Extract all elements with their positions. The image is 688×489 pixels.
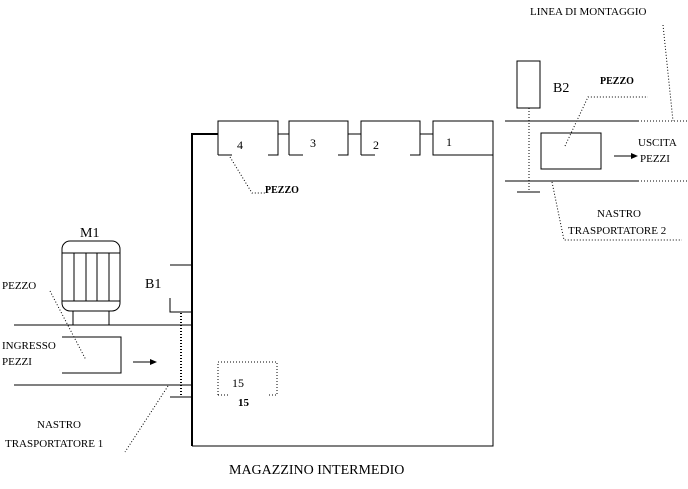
nastro2-label: NASTRO [597,208,641,220]
linea-label: LINEA DI MONTAGGIO [530,6,646,18]
conveyor-1 [14,324,192,386]
b1-actuator: B1 [145,264,192,398]
slot-label: 15 [238,397,250,409]
motor-m1: M1 [61,226,121,325]
slot-3: 3 [288,120,349,156]
slot-2: 2 [360,120,421,156]
slot-number: 15 [232,376,244,390]
slot-number: 1 [446,135,452,149]
m1-label: M1 [80,226,99,241]
nastro1-label: NASTRO [37,419,81,431]
intermediate-warehouse [191,133,494,447]
nastro1-label: TRASPORTATORE 1 [5,438,103,450]
pezzo-out-label: PEZZO [600,76,634,87]
b2-actuator: B2 [516,60,569,193]
pezzo-slot-label: PEZZO [265,185,299,196]
uscita-label: PEZZI [640,153,670,165]
slot-4: 4 [217,120,279,156]
b2-label: B2 [553,81,569,96]
slot-number: 4 [237,138,243,152]
conveyor-2 [505,120,688,182]
pezzo-in-label: PEZZO [2,280,36,292]
nastro2-label: TRASPORTATORE 2 [568,225,666,237]
slot-number: 3 [310,136,316,150]
arrow-right-icon [150,359,157,365]
slot-1: 1 [432,120,494,156]
b1-label: B1 [145,277,161,292]
arrow-right-icon [631,153,638,159]
ingresso-label: INGRESSO [2,340,56,352]
uscita-label: USCITA [638,137,677,149]
diagram-title: MAGAZZINO INTERMEDIO [229,463,404,478]
slot-number: 2 [373,138,379,152]
slot-15: 15 15 [217,361,278,409]
ingresso-label: PEZZI [2,356,32,368]
